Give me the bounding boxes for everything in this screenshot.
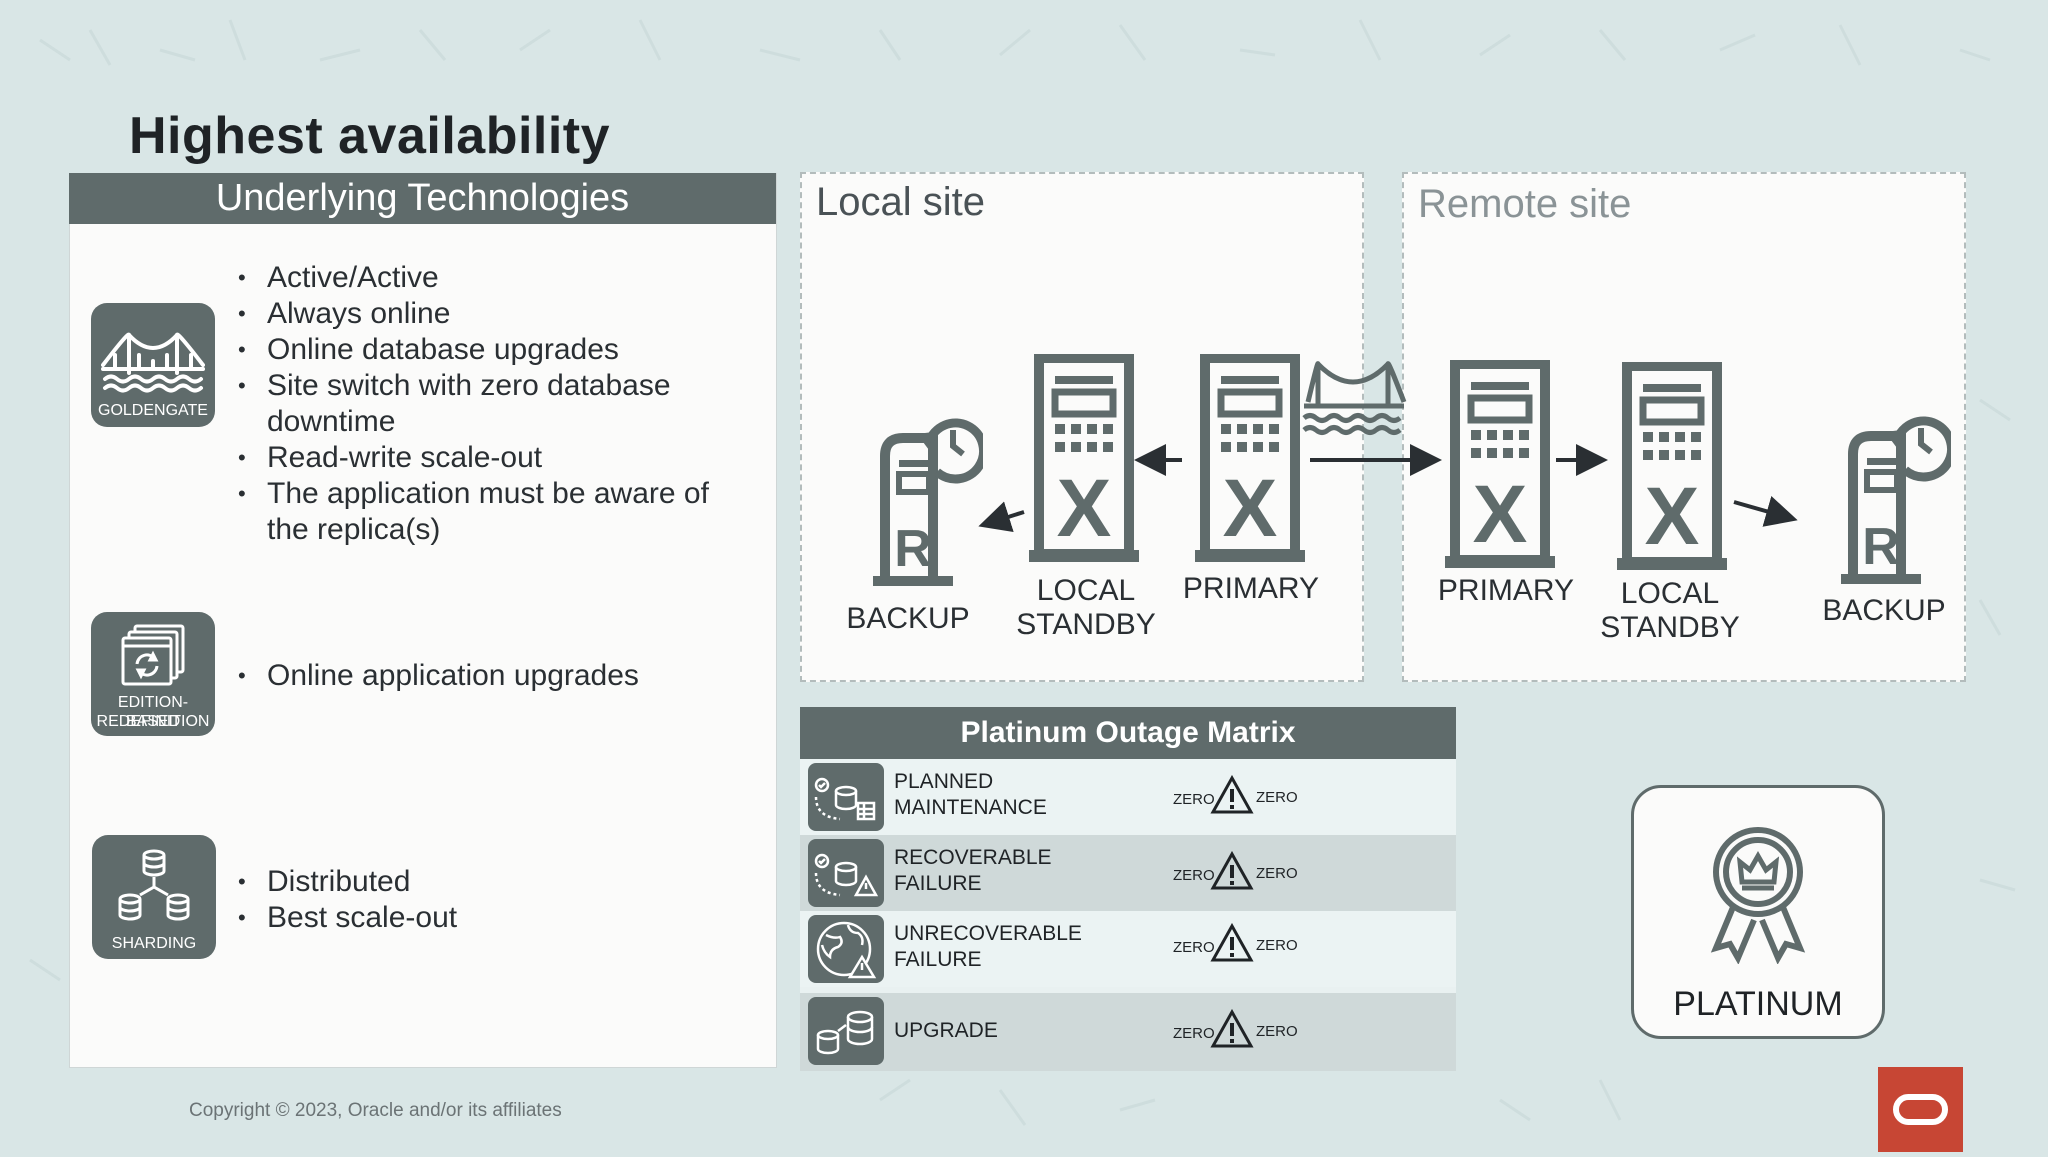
edition-caption-line1: EDITION-BASED [117, 694, 189, 730]
bullet-item: Always online [238, 296, 751, 332]
local-primary-label: PRIMARY [1182, 572, 1320, 605]
bridge-icon [1302, 361, 1407, 435]
remote-backup-label: BACKUP [1822, 594, 1946, 627]
arrow-standby-to-backup [978, 501, 1025, 533]
goldengate-bullets: Active/Active Always online Online datab… [231, 260, 751, 548]
arrow-remote-standby-to-backup [1733, 496, 1798, 527]
warning-icon [1210, 775, 1254, 814]
matrix-row-upgrade: UPGRADE ZERO ZERO [800, 993, 1456, 1071]
bullet-item: Distributed [238, 864, 751, 900]
matrix-row-label: PLANNED MAINTENANCE [894, 769, 1047, 821]
zero-left: ZERO [1173, 791, 1215, 808]
warning-icon [1210, 1009, 1254, 1048]
sharding-bullets: Distributed Best scale-out [231, 864, 751, 936]
goldengate-caption: GOLDENGATE [98, 402, 208, 419]
matrix-row-label-line1: UPGRADE [894, 1019, 998, 1042]
unrecoverable-failure-icon [808, 915, 884, 983]
zero-left: ZERO [1173, 939, 1215, 956]
matrix-row-label-line2: MAINTENANCE [894, 796, 1047, 819]
replication-arrows [978, 361, 1798, 533]
platinum-label: PLATINUM [1673, 985, 1843, 1023]
matrix-row-planned: PLANNED MAINTENANCE ZERO ZERO [800, 759, 1456, 835]
matrix-row-label-line1: RECOVERABLE [894, 846, 1052, 869]
matrix-row-label-line1: UNRECOVERABLE [894, 922, 1082, 945]
bridge-icon [101, 332, 205, 393]
sharding-caption: SHARDING [111, 935, 197, 952]
local-backup-label: BACKUP [846, 602, 970, 635]
local-site-title: Local site [816, 180, 985, 224]
oracle-logo-icon [1893, 1094, 1948, 1125]
matrix-row-unrecoverable: UNRECOVERABLE FAILURE ZERO ZERO [800, 911, 1456, 987]
zero-right: ZERO [1256, 789, 1298, 806]
matrix-row-label: UPGRADE [894, 1018, 998, 1044]
edition-redefinition-tile: EDITION-BASED REDEFINITION [91, 612, 215, 736]
local-standby-label-line2: STANDBY [1016, 608, 1156, 641]
local-standby-label: LOCAL STANDBY [1010, 574, 1162, 642]
matrix-row-label: RECOVERABLE FAILURE [894, 845, 1052, 897]
planned-maintenance-icon [808, 763, 884, 831]
copyright-text: Copyright © 2023, Oracle and/or its affi… [189, 1100, 562, 1121]
award-ribbon-icon [1710, 827, 1806, 964]
zero-left: ZERO [1173, 867, 1215, 884]
bullet-item: Online application upgrades [238, 658, 751, 694]
warning-icon [1210, 923, 1254, 962]
zero-right: ZERO [1256, 865, 1298, 882]
warning-icon [1210, 851, 1254, 890]
bullet-item: The application must be aware of the rep… [238, 476, 751, 548]
bullet-item: Site switch with zero database downtime [238, 368, 751, 440]
bullet-item: Active/Active [238, 260, 751, 296]
matrix-row-label-line2: FAILURE [894, 948, 982, 971]
bullet-item: Read-write scale-out [238, 440, 751, 476]
page-title: Highest availability [129, 107, 611, 165]
remote-primary-label: PRIMARY [1437, 574, 1575, 607]
edition-bullets: Online application upgrades [231, 658, 751, 694]
remote-standby-label-line2: STANDBY [1600, 611, 1740, 644]
local-standby-label-line1: LOCAL [1036, 574, 1136, 607]
matrix-row-label: UNRECOVERABLE FAILURE [894, 921, 1082, 973]
upgrade-icon [808, 997, 884, 1065]
sharding-tile: SHARDING [92, 835, 216, 959]
bullet-item: Online database upgrades [238, 332, 751, 368]
outage-matrix-title: Platinum Outage Matrix [800, 707, 1456, 759]
edition-caption-line2: REDEFINITION [96, 713, 210, 730]
platinum-badge: PLATINUM [1631, 785, 1885, 1039]
remote-site-box [1402, 172, 1966, 682]
sharding-icon [118, 849, 190, 921]
technologies-header: Underlying Technologies [69, 173, 776, 224]
matrix-row-label-line2: FAILURE [894, 872, 982, 895]
bullet-item: Best scale-out [238, 900, 751, 936]
zero-right: ZERO [1256, 1023, 1298, 1040]
edition-redefinition-icon [121, 624, 185, 686]
oracle-logo [1878, 1067, 1963, 1152]
recoverable-failure-icon [808, 839, 884, 907]
goldengate-tile: GOLDENGATE [91, 303, 215, 427]
remote-standby-label-line1: LOCAL [1620, 577, 1720, 610]
matrix-row-label-line1: PLANNED [894, 770, 994, 793]
remote-site-title: Remote site [1418, 182, 1632, 226]
remote-standby-label: LOCAL STANDBY [1594, 577, 1746, 645]
zero-right: ZERO [1256, 937, 1298, 954]
matrix-row-recoverable: RECOVERABLE FAILURE ZERO ZERO [800, 835, 1456, 911]
zero-left: ZERO [1173, 1025, 1215, 1042]
